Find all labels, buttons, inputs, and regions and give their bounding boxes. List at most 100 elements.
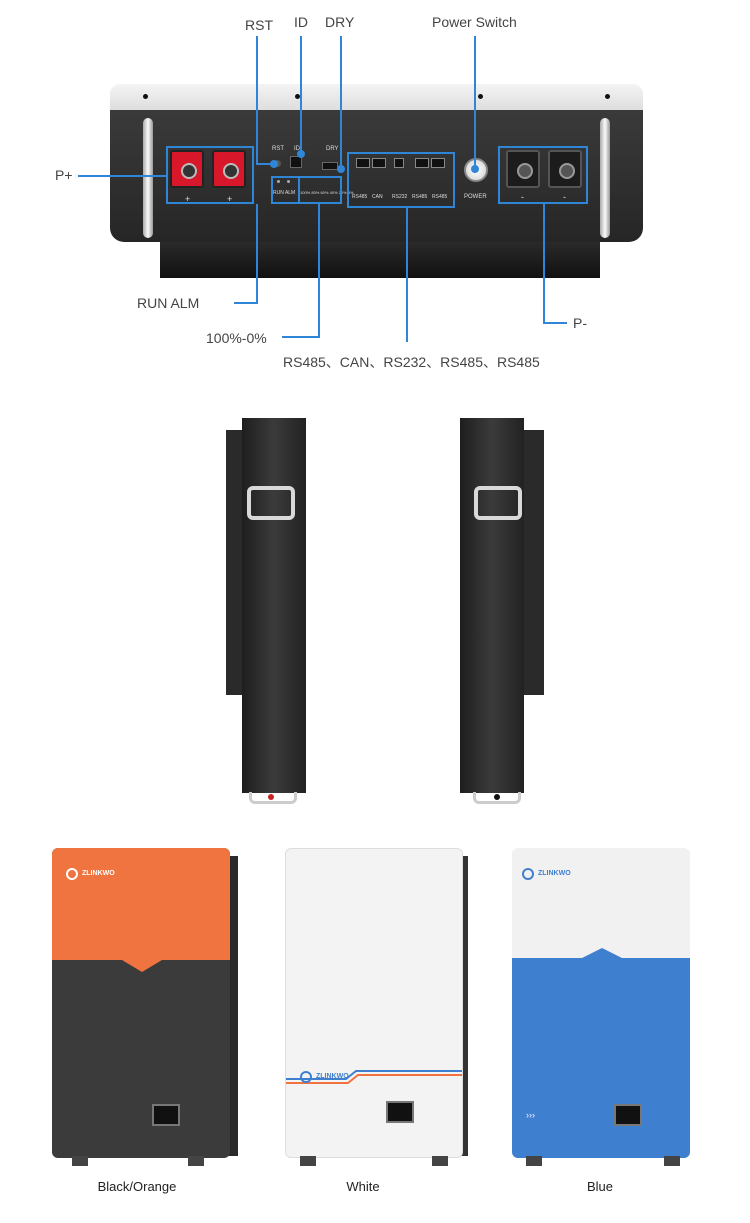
can-label: CAN <box>372 194 383 200</box>
accent-stripe <box>286 1070 462 1084</box>
positive-terminal <box>212 150 246 188</box>
screw <box>143 94 148 99</box>
variant-caption: Blue <box>586 1179 614 1194</box>
front-panel: ZLINKWO <box>285 848 463 1158</box>
left-handle <box>143 118 153 238</box>
can-port <box>372 158 386 168</box>
dry-leader <box>340 36 342 168</box>
rs485-label: RS485 <box>412 194 428 200</box>
terminal-cap <box>268 794 274 800</box>
side-body <box>242 418 306 793</box>
comm-ports-box <box>347 152 455 208</box>
blue-bottom-panel <box>512 948 690 1158</box>
front-panel: ZLINKWO ››› <box>512 848 690 1158</box>
rs485-port <box>415 158 429 168</box>
p-minus-leader <box>543 204 545 324</box>
unit-base-bracket <box>160 242 600 278</box>
run-alm-callout: RUN ALM <box>137 295 200 311</box>
rs485-label: RS485 <box>352 194 368 200</box>
soc-leader <box>318 204 320 338</box>
id-dot <box>297 150 305 158</box>
screw <box>478 94 483 99</box>
rs485-port <box>431 158 445 168</box>
id-label: ID <box>294 146 300 152</box>
rst-leader <box>256 163 273 165</box>
rst-leader <box>256 36 258 165</box>
variant-caption: White <box>346 1179 380 1194</box>
plus-label: + <box>227 194 233 204</box>
soc-box <box>298 176 342 204</box>
run-alm-leader <box>234 302 258 304</box>
rs485-port <box>356 158 370 168</box>
power-leader <box>474 36 476 168</box>
lcd-display <box>614 1104 642 1126</box>
foot <box>432 1156 448 1166</box>
dry-dot <box>337 165 345 173</box>
soc-callout: 100%-0% <box>206 330 267 346</box>
id-leader <box>300 36 302 153</box>
foot <box>72 1156 88 1166</box>
chevrons-icon: ››› <box>526 1110 535 1120</box>
bottom-handle <box>473 792 521 804</box>
rst-label: RST <box>272 146 284 152</box>
id-callout: ID <box>294 14 308 30</box>
p-minus-callout: P- <box>573 315 587 331</box>
variant-caption: Black/Orange <box>97 1179 177 1194</box>
screw <box>605 94 610 99</box>
negative-terminal <box>548 150 582 188</box>
unit-front-panel: + + RST ID DRY RUN ALM 100% 80% 60% 40% … <box>110 110 643 242</box>
side-handle <box>474 486 522 520</box>
p-plus-callout: P+ <box>55 167 73 183</box>
screw <box>295 94 300 99</box>
foot <box>188 1156 204 1166</box>
right-handle <box>600 118 610 238</box>
rs232-port <box>394 158 404 168</box>
negative-terminal-box <box>498 146 588 204</box>
power-dot <box>471 165 479 173</box>
brand-label: ZLINKWO <box>316 1073 349 1080</box>
soc-leader <box>282 336 320 338</box>
rst-dot <box>270 160 278 168</box>
side-handle <box>247 486 295 520</box>
p-plus-leader <box>78 175 166 177</box>
brand-label: ZLINKWO <box>538 870 571 877</box>
lcd-display <box>386 1101 414 1123</box>
power-switch-callout: Power Switch <box>432 14 517 30</box>
bottom-handle <box>249 792 297 804</box>
positive-terminal-box <box>166 146 254 204</box>
foot <box>300 1156 316 1166</box>
power-label: POWER <box>464 194 487 200</box>
foot <box>526 1156 542 1166</box>
dry-contact-port <box>322 162 338 170</box>
front-panel: ZLINKWO <box>52 848 230 1158</box>
run-alm-leader <box>256 204 258 304</box>
foot <box>664 1156 680 1166</box>
dry-label: DRY <box>326 146 339 152</box>
unit-top-cover <box>110 84 643 112</box>
logo-icon <box>300 1071 312 1083</box>
rs232-label: RS232 <box>392 194 408 200</box>
minus-label: - <box>521 192 524 202</box>
logo-icon <box>522 868 534 880</box>
minus-label: - <box>563 192 566 202</box>
plus-label: + <box>185 194 191 204</box>
terminal-cap <box>494 794 500 800</box>
comm-ports-callout: RS485、CAN、RS232、RS485、RS485 <box>283 354 540 370</box>
brand-label: ZLINKWO <box>82 870 115 877</box>
run-alm-leds <box>273 178 297 186</box>
p-minus-leader <box>543 322 567 324</box>
negative-terminal <box>506 150 540 188</box>
rs485-label: RS485 <box>432 194 448 200</box>
comm-leader <box>406 208 408 342</box>
positive-terminal <box>170 150 204 188</box>
run-alm-box <box>271 176 300 204</box>
orange-top-panel <box>52 848 230 972</box>
side-body <box>460 418 524 793</box>
rst-callout: RST <box>245 17 273 33</box>
id-switch <box>290 156 302 168</box>
soc-led-labels: 100% 80% 60% 40% 20% 5% <box>300 190 354 195</box>
logo-icon <box>66 868 78 880</box>
lcd-display <box>152 1104 180 1126</box>
run-alm-label: RUN ALM <box>273 190 296 196</box>
dry-callout: DRY <box>325 14 355 30</box>
